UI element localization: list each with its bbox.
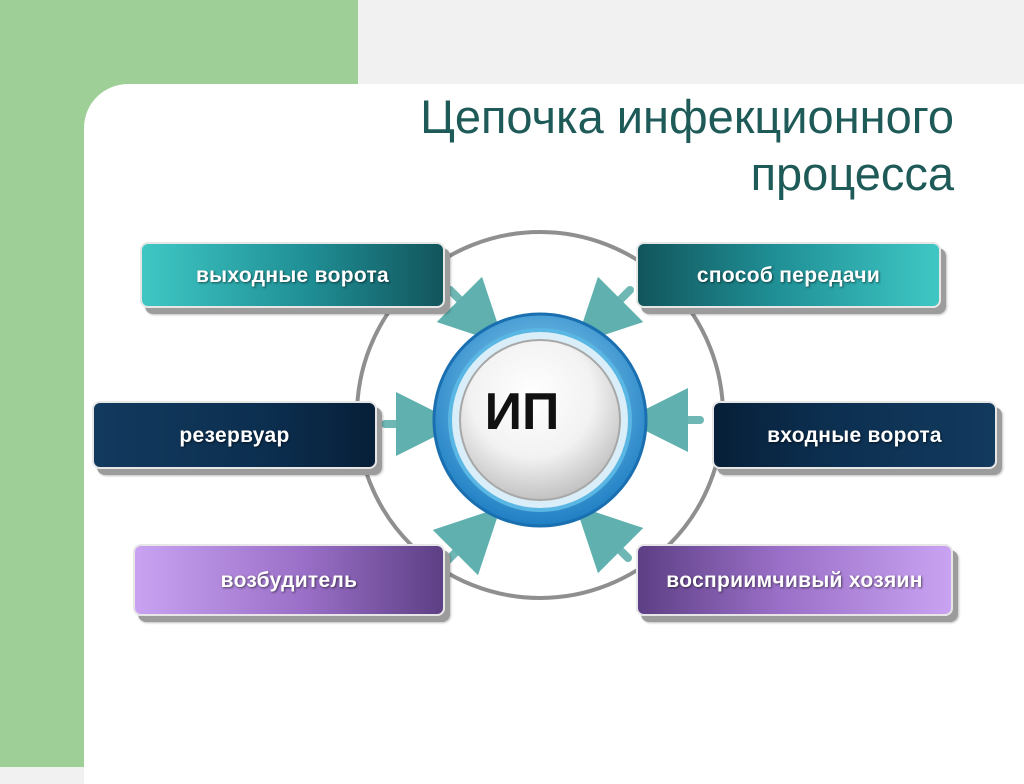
node-transmission-route: способ передачи — [636, 242, 941, 308]
slide-title-line-2: процесса — [750, 147, 954, 200]
node-susceptible-host: восприимчивый хозяин — [636, 544, 953, 616]
node-entry-gate: входные ворота — [712, 401, 997, 469]
arrow-from-host — [575, 505, 644, 574]
center-label: ИП — [484, 383, 560, 441]
arrow-from-pathogen — [432, 507, 501, 576]
slide-title: Цепочка инфекционного процесса — [254, 88, 954, 202]
slide-title-line-1: Цепочка инфекционного — [420, 90, 954, 143]
arrow-from-exit-gate — [436, 276, 505, 345]
center-core — [459, 339, 621, 501]
node-pathogen: возбудитель — [133, 544, 445, 616]
arrow-from-transmission — [575, 276, 644, 345]
node-exit-gate: выходные ворота — [140, 242, 445, 308]
node-reservoir: резервуар — [92, 401, 377, 469]
